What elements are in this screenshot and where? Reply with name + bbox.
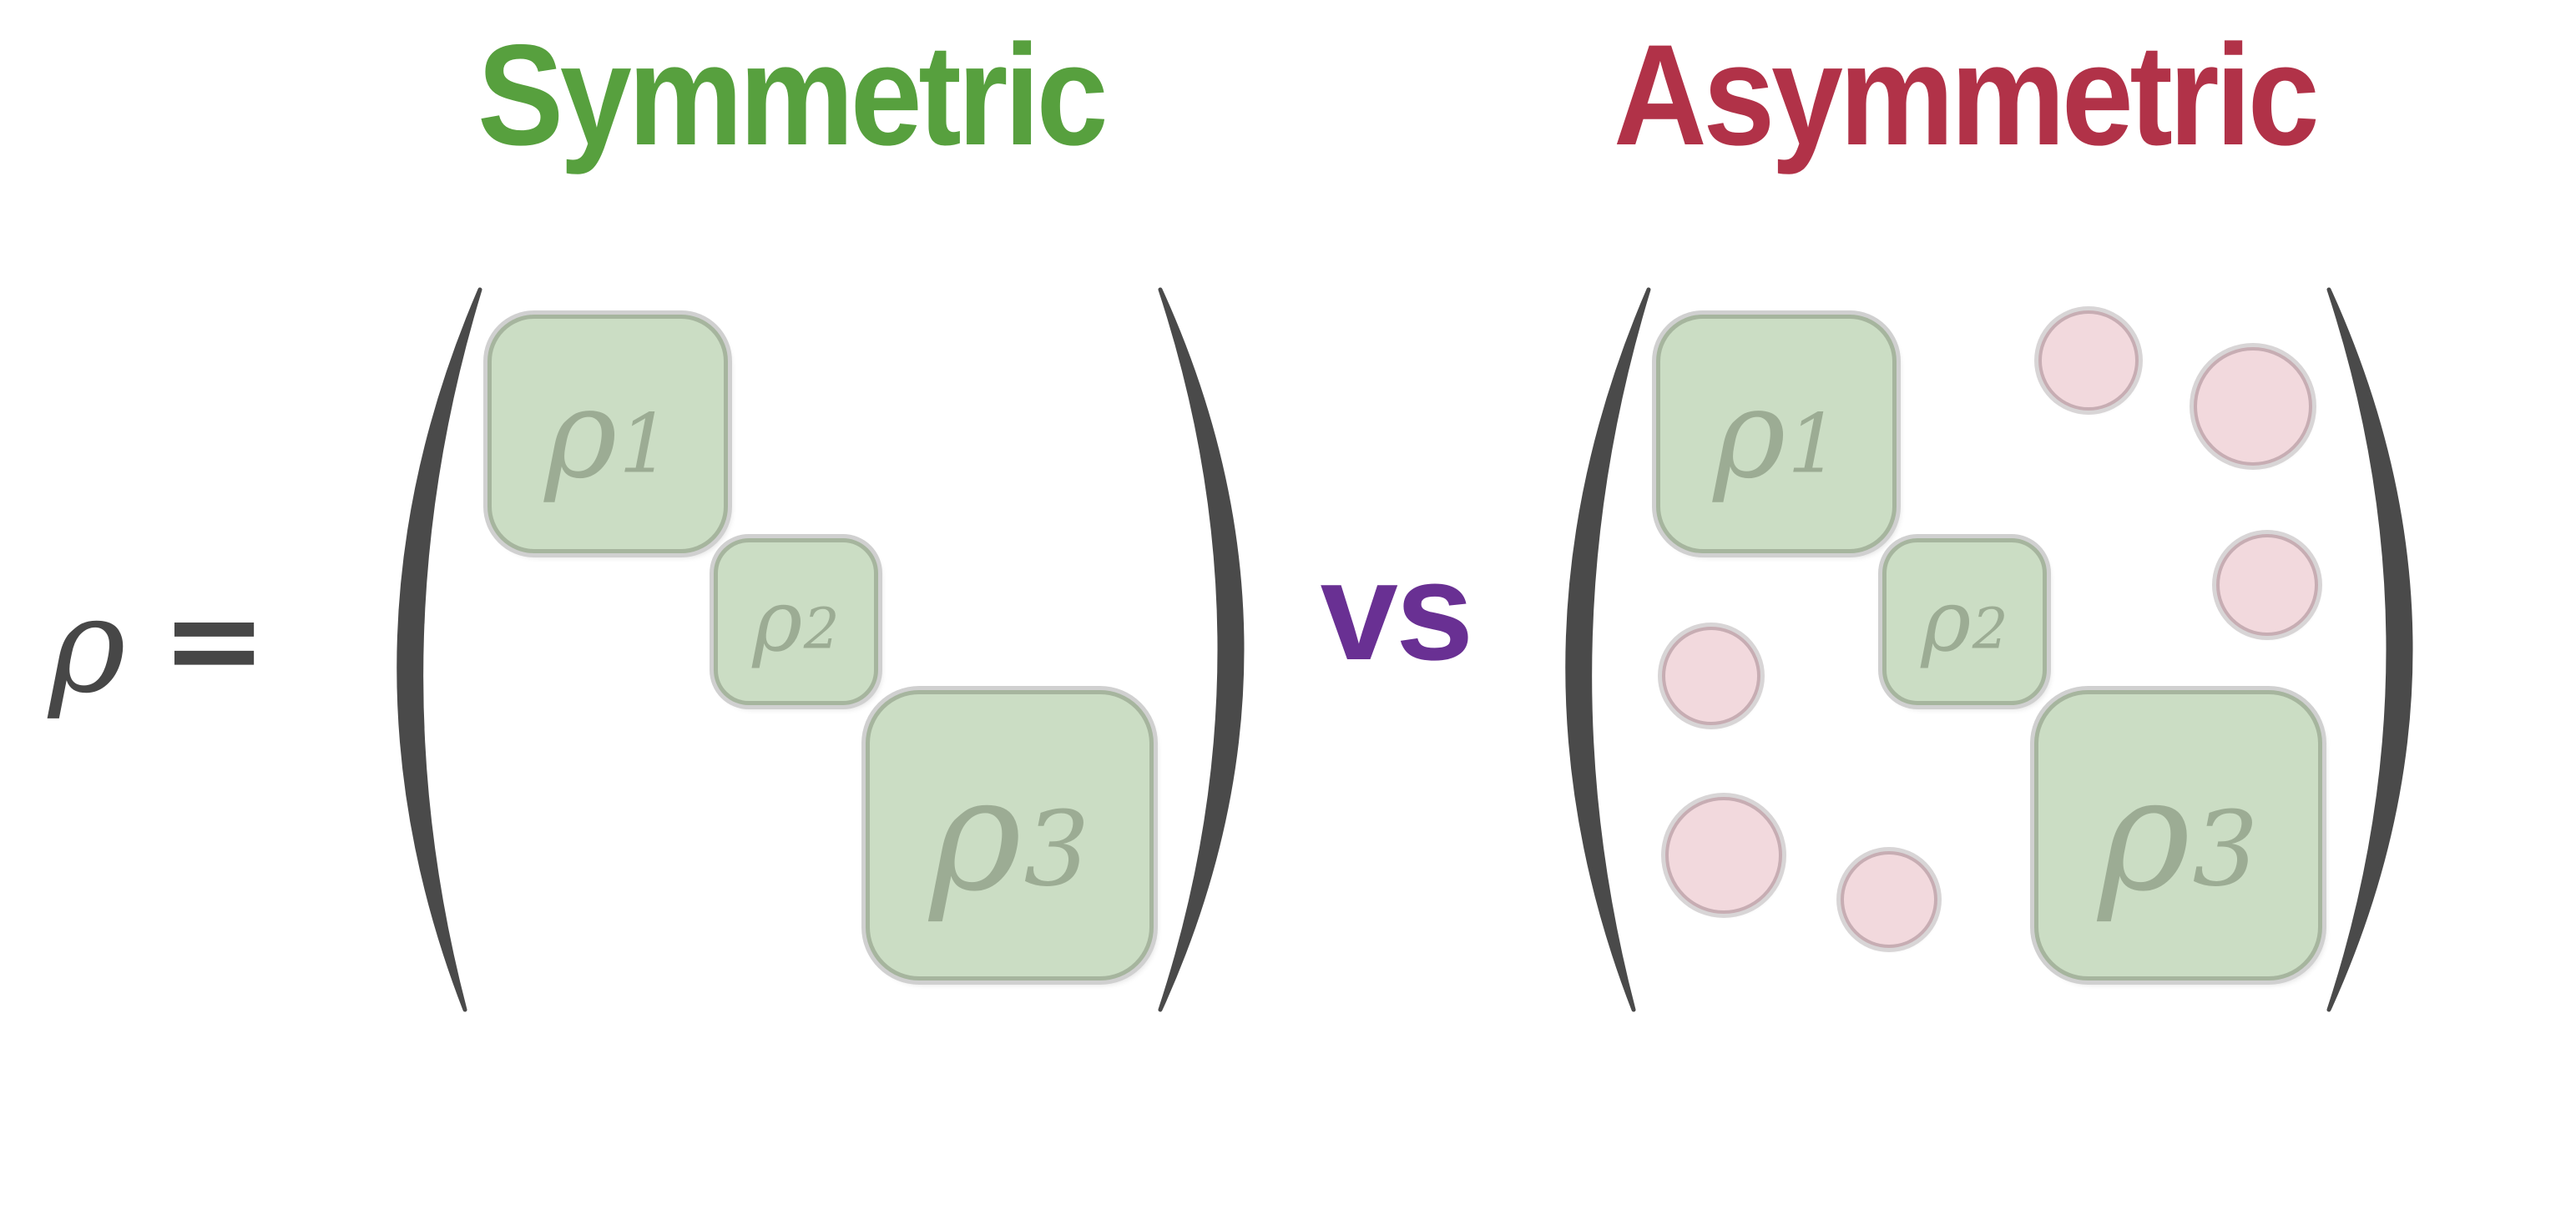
symmetric-title: Symmetric	[477, 15, 1109, 175]
block-label-subscript: 2	[1972, 596, 2008, 662]
symmetric-left-paren-icon	[397, 287, 482, 1012]
block-label: ρ	[1713, 362, 1786, 506]
asymmetric-right-paren-icon	[2326, 287, 2413, 1012]
offdiagonal-dot	[2194, 347, 2312, 466]
symmetric-right-paren-icon	[1158, 287, 1245, 1012]
asymmetric-title: Asymmetric	[1614, 15, 2320, 175]
offdiagonal-dot	[1841, 851, 1937, 948]
offdiagonal-dot	[2216, 534, 2318, 636]
asymmetric-left-paren-icon	[1565, 287, 1651, 1012]
vs-label: vs	[1320, 532, 1474, 689]
block-label: ρ	[752, 572, 803, 671]
block-label: ρ	[2098, 744, 2191, 926]
rho-symbol: ρ	[48, 569, 126, 723]
block-label-subscript: 2	[803, 596, 840, 662]
block-label: ρ	[1921, 572, 1972, 671]
offdiagonal-dot	[1662, 627, 1760, 725]
block-label-subscript: 1	[1787, 396, 1840, 492]
block-label-subscript: 3	[1023, 789, 1090, 910]
offdiagonal-dot	[1665, 797, 1782, 914]
rho-equals-formula: ρ =	[48, 564, 268, 724]
block-label-subscript: 3	[2192, 789, 2259, 910]
block-label: ρ	[929, 744, 1023, 926]
equals-sign: =	[160, 564, 268, 713]
block-label: ρ	[544, 362, 618, 506]
block-label-subscript: 1	[619, 396, 671, 492]
offdiagonal-dot	[2038, 310, 2139, 411]
